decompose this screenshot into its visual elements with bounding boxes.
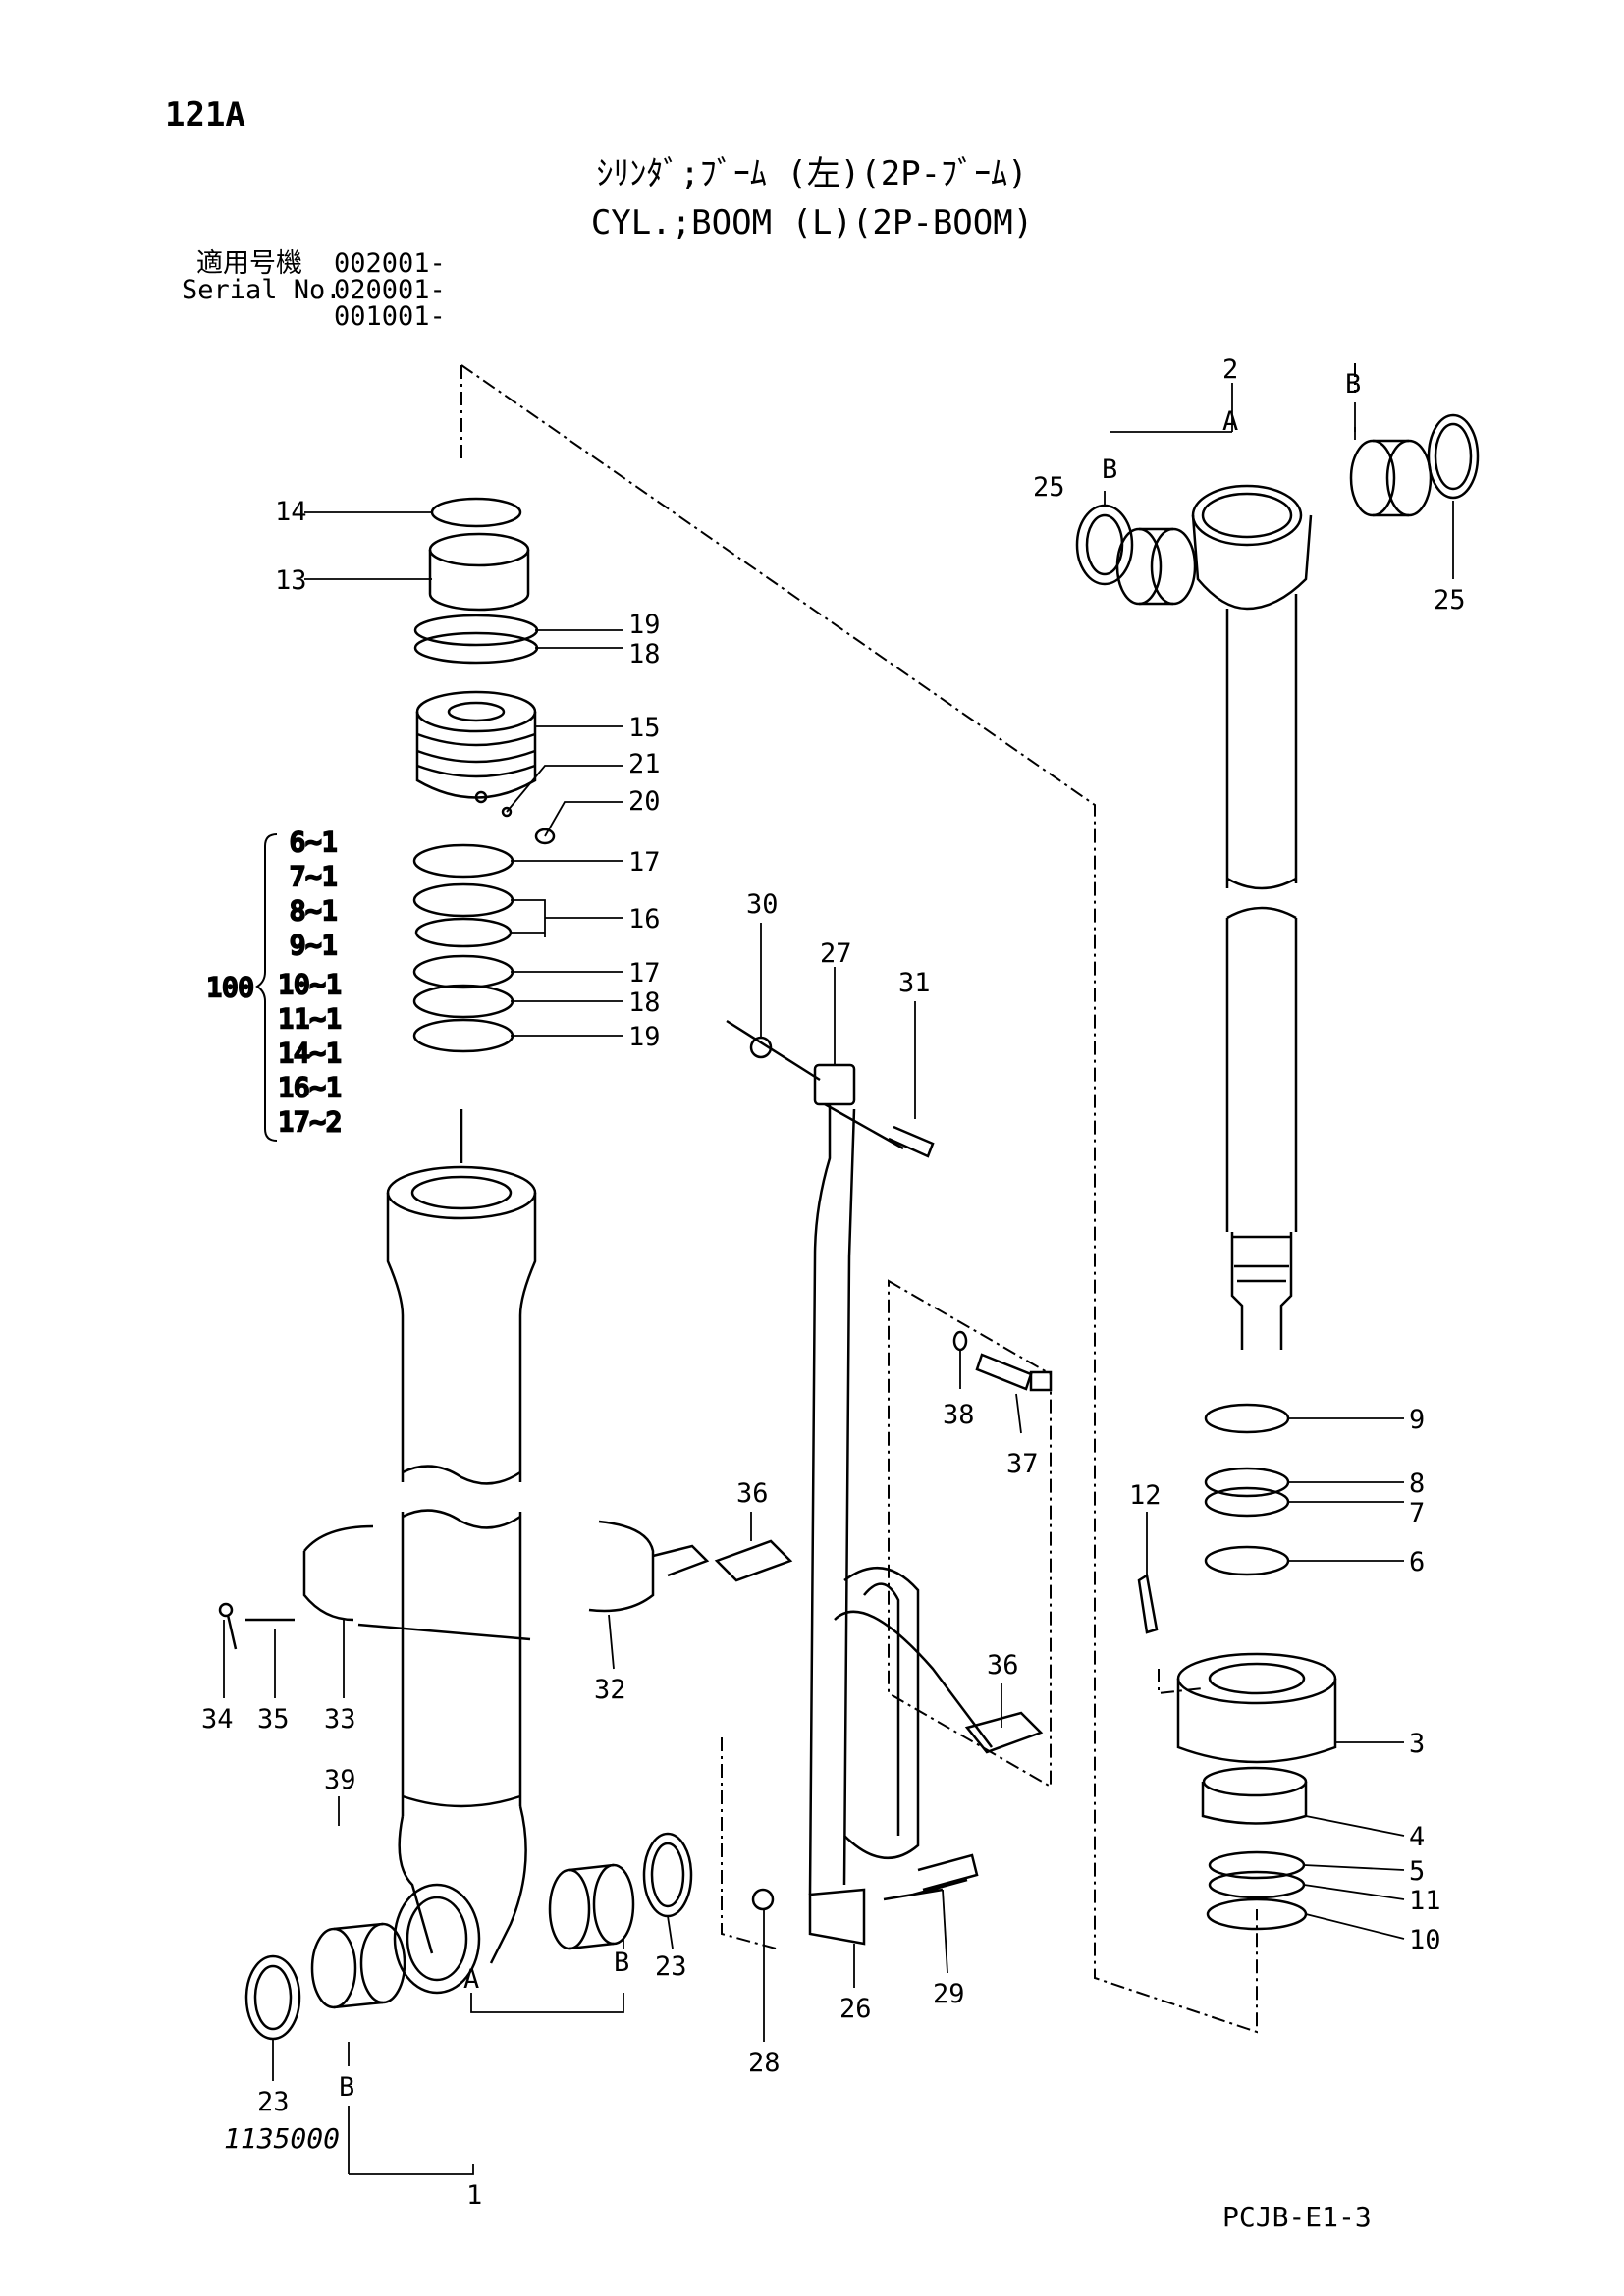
hose-clamps (218, 1520, 710, 1650)
serial-label-english: Serial No. (182, 275, 342, 305)
kit-item: 9~1 (290, 931, 338, 961)
callout: 1 (466, 2180, 482, 2211)
kit-item: 7~1 (290, 862, 338, 892)
callout: 2 (1222, 354, 1238, 385)
callout: 30 (746, 889, 779, 920)
callout: 7 (1409, 1498, 1425, 1528)
callout: B (1102, 454, 1117, 485)
callout: 13 (275, 565, 307, 596)
kit-brace (255, 833, 278, 1142)
page-code: 121A (165, 95, 245, 134)
callout: 27 (820, 938, 852, 969)
kit-item: 16~1 (278, 1073, 342, 1103)
kit-item: 6~1 (290, 828, 338, 858)
serial-number: 020001- (334, 275, 446, 305)
callout-labels: 14 13 19 18 15 21 20 17 16 17 18 19 30 2… (201, 354, 1466, 2211)
seal-group-upper-left (412, 497, 556, 1163)
kit-item: 8~1 (290, 896, 338, 927)
callout: 12 (1129, 1480, 1162, 1511)
callout: B (1345, 369, 1361, 400)
callout: 29 (933, 1979, 965, 2009)
pin-bushings-left (244, 1832, 693, 2041)
callout: 36 (987, 1650, 1019, 1681)
kit-item: 14~1 (278, 1039, 342, 1069)
kit-item: 10~1 (278, 970, 342, 1000)
callout: 25 (1434, 585, 1466, 615)
callout: 9 (1409, 1405, 1425, 1435)
bolt-37 (952, 1330, 1053, 1392)
callout: 14 (275, 497, 307, 527)
callout: 10 (1409, 1925, 1441, 1955)
callout: 17 (628, 958, 661, 988)
callout: 33 (324, 1704, 356, 1735)
callout: 31 (898, 968, 931, 998)
callout: 3 (1409, 1729, 1425, 1759)
callout: 18 (628, 988, 661, 1018)
ring-14 (430, 497, 522, 528)
callout: 6 (1409, 1547, 1425, 1577)
callout: 39 (324, 1765, 356, 1795)
callout: 36 (736, 1478, 769, 1509)
callout: 37 (1006, 1449, 1039, 1479)
callout: B (339, 2072, 354, 2103)
pipe-assembly (726, 1019, 993, 1946)
piston-rod-2 (1075, 413, 1480, 1350)
drawing-number: 1135000 (224, 2122, 341, 2155)
callout: 28 (748, 2048, 781, 2078)
callout: 5 (1409, 1856, 1425, 1887)
serial-number: 002001- (334, 248, 446, 279)
kit-item: 17~2 (278, 1107, 342, 1138)
callout: 17 (628, 847, 661, 878)
kit-number: 100 (206, 973, 254, 1003)
callout: 34 (201, 1704, 234, 1735)
title-japanese: ｼﾘﾝﾀﾞ;ﾌﾞｰﾑ (左)(2P-ﾌﾞｰﾑ) (596, 154, 1028, 193)
callout: 20 (628, 786, 661, 817)
callout: 8 (1409, 1468, 1425, 1499)
kit-item: 11~1 (278, 1004, 342, 1035)
callout: A (1222, 406, 1238, 437)
callout: 16 (628, 904, 661, 934)
callout: 26 (839, 1994, 872, 2024)
callout: 18 (628, 639, 661, 669)
serial-number: 001001- (334, 301, 446, 332)
callout: 15 (628, 713, 661, 743)
callout: 25 (1033, 472, 1065, 503)
callout: 4 (1409, 1822, 1425, 1852)
callout: 35 (257, 1704, 290, 1735)
callout: 32 (594, 1675, 626, 1705)
sheet-code: PCJB-E1-3 (1222, 2201, 1372, 2233)
callout: 11 (1409, 1886, 1441, 1916)
leader-lines (223, 383, 1454, 2175)
title-english: CYL.;BOOM (L)(2P-BOOM) (590, 203, 1034, 242)
callout: 19 (628, 1022, 661, 1052)
rod-seals-right (1137, 1403, 1337, 1931)
callout: B (614, 1948, 629, 1978)
bushing-13 (428, 550, 530, 612)
callout: 23 (257, 2087, 290, 2117)
assembly-dashed-lines (460, 363, 1356, 2034)
callout: 21 (628, 749, 661, 779)
callout: 38 (943, 1400, 975, 1430)
pipe-brackets (714, 1539, 1044, 1754)
callout: 19 (628, 610, 661, 640)
callout: 23 (655, 1951, 687, 1982)
callout: A (463, 1964, 479, 1995)
cylinder-tube-1 (386, 1165, 537, 1995)
serial-label-japanese: 適用号機 (196, 248, 302, 279)
